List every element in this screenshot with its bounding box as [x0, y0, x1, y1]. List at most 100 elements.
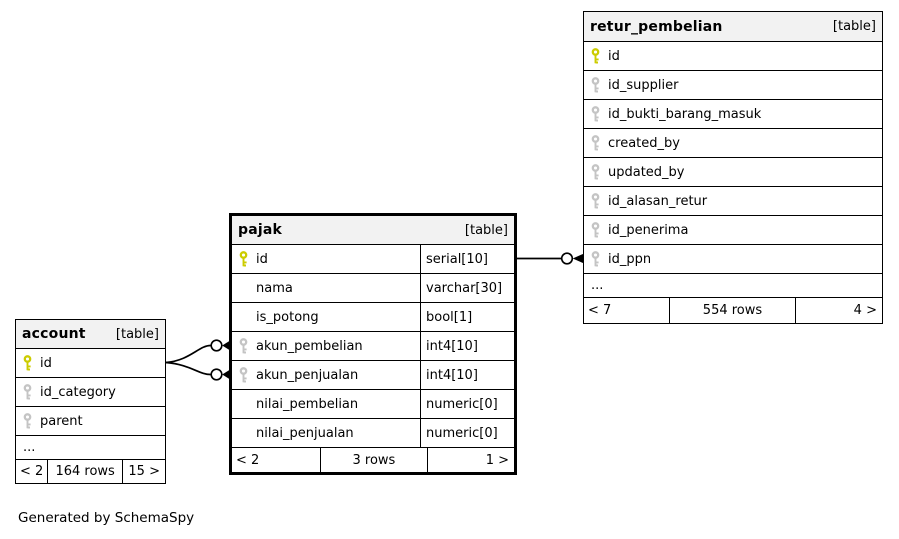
column-row-id_penerima: id_penerima: [584, 215, 882, 244]
column-row-created_by: created_by: [584, 128, 882, 157]
column-name-cell: parent: [16, 407, 165, 435]
foreign-key-icon: [23, 384, 40, 400]
column-row-nilai_pembelian: nilai_pembelian numeric[0]: [232, 389, 514, 418]
column-name: updated_by: [608, 164, 685, 180]
foreign-key-icon: [591, 193, 608, 209]
column-type: bool[1]: [420, 303, 514, 331]
table-name[interactable]: retur_pembelian: [590, 18, 723, 35]
column-name: akun_penjualan: [256, 367, 359, 383]
column-name-cell: is_potong: [232, 303, 420, 331]
column-name: nilai_pembelian: [256, 396, 359, 412]
column-name: id: [256, 251, 268, 267]
table-header[interactable]: retur_pembelian [table]: [584, 12, 882, 41]
column-name-cell: id_supplier: [584, 71, 882, 99]
column-row-id: id: [584, 41, 882, 70]
table-type-tag: [table]: [115, 326, 159, 342]
primary-key-icon: [23, 355, 40, 371]
footer-row-count: 3 rows: [321, 448, 428, 472]
table-footer: < 2 3 rows 1 >: [232, 447, 514, 472]
column-name: id_penerima: [608, 222, 689, 238]
table-name[interactable]: account: [22, 326, 86, 342]
footer-row-count: 164 rows: [48, 460, 124, 483]
column-name-cell: id_category: [16, 378, 165, 406]
column-name-cell: id: [584, 42, 882, 70]
table-header[interactable]: pajak [table]: [232, 216, 514, 244]
column-name-cell: akun_penjualan: [232, 361, 420, 389]
column-type: numeric[0]: [420, 390, 514, 418]
column-name-cell: id_bukti_barang_masuk: [584, 100, 882, 128]
table-name[interactable]: pajak: [238, 222, 283, 238]
column-name-cell: id_penerima: [584, 216, 882, 244]
primary-key-icon: [239, 251, 256, 267]
column-row-id_bukti_barang_masuk: id_bukti_barang_masuk: [584, 99, 882, 128]
column-row-id_alasan_retur: id_alasan_retur: [584, 186, 882, 215]
foreign-key-icon: [23, 413, 40, 429]
table-type-tag: [table]: [464, 222, 508, 238]
column-name-cell: id: [16, 349, 165, 377]
table-pajak[interactable]: pajak [table] id serial[10] nama varchar[30…: [229, 213, 517, 475]
footer-children-count: 1 >: [485, 452, 509, 468]
column-type: varchar[30]: [420, 274, 514, 302]
column-row-akun_pembelian: akun_pembelian int4[10]: [232, 331, 514, 360]
column-row-id: id: [16, 348, 165, 377]
column-name-cell: id: [232, 245, 420, 273]
column-name: nama: [256, 280, 293, 296]
column-name-cell: nilai_pembelian: [232, 390, 420, 418]
footer-parent-count: < 2: [232, 448, 321, 472]
primary-key-icon: [591, 48, 608, 64]
cardinality-circle-icon: [210, 339, 223, 352]
column-row-nilai_penjualan: nilai_penjualan numeric[0]: [232, 418, 514, 447]
column-name-cell: created_by: [584, 129, 882, 157]
column-name: id_ppn: [608, 251, 652, 267]
column-name: id: [608, 48, 620, 64]
column-name: akun_pembelian: [256, 338, 363, 354]
column-row-id_supplier: id_supplier: [584, 70, 882, 99]
foreign-key-icon: [591, 77, 608, 93]
column-row-akun_penjualan: akun_penjualan int4[10]: [232, 360, 514, 389]
foreign-key-icon: [591, 135, 608, 151]
footer-row-count: 554 rows: [670, 298, 796, 323]
column-name-cell: akun_pembelian: [232, 332, 420, 360]
column-row-nama: nama varchar[30]: [232, 273, 514, 302]
footer-children-count: 4 >: [853, 303, 877, 318]
column-type: int4[10]: [420, 332, 514, 360]
foreign-key-icon: [591, 251, 608, 267]
column-type: serial[10]: [420, 245, 514, 273]
column-type: numeric[0]: [420, 419, 514, 447]
column-name: id_category: [40, 384, 116, 400]
footer-children-count: 15 >: [128, 464, 160, 479]
foreign-key-icon: [239, 367, 256, 383]
generated-by-caption: Generated by SchemaSpy: [18, 510, 195, 526]
foreign-key-icon: [591, 222, 608, 238]
footer-parent-count: < 7: [584, 298, 671, 323]
more-columns-ellipsis: ...: [16, 435, 165, 459]
cardinality-circle-icon: [560, 252, 574, 265]
column-row-id: id serial[10]: [232, 244, 514, 273]
foreign-key-icon: [591, 106, 608, 122]
column-name-cell: id_alasan_retur: [584, 187, 882, 215]
column-name: nilai_penjualan: [256, 425, 354, 441]
foreign-key-icon: [591, 164, 608, 180]
table-footer: < 7 554 rows 4 >: [584, 297, 882, 323]
arrowhead-icon: [572, 253, 584, 264]
column-name-cell: id_ppn: [584, 245, 882, 273]
table-retur-pembelian[interactable]: retur_pembelian [table] id id_supplier id_…: [583, 11, 883, 324]
relationship-line-account-akun-penjualan: [165, 361, 211, 376]
column-row-id_ppn: id_ppn: [584, 244, 882, 273]
table-type-tag: [table]: [832, 19, 876, 34]
column-row-updated_by: updated_by: [584, 157, 882, 186]
column-row-parent: parent: [16, 406, 165, 435]
column-type: int4[10]: [420, 361, 514, 389]
column-name: id_bukti_barang_masuk: [608, 106, 762, 122]
column-name-cell: nama: [232, 274, 420, 302]
column-name: created_by: [608, 135, 680, 151]
column-name: id: [40, 355, 52, 371]
relationship-line-account-akun-pembelian: [165, 344, 211, 364]
more-columns-ellipsis: ...: [584, 273, 882, 297]
column-name: id_alasan_retur: [608, 193, 708, 209]
table-header[interactable]: account [table]: [16, 320, 165, 348]
